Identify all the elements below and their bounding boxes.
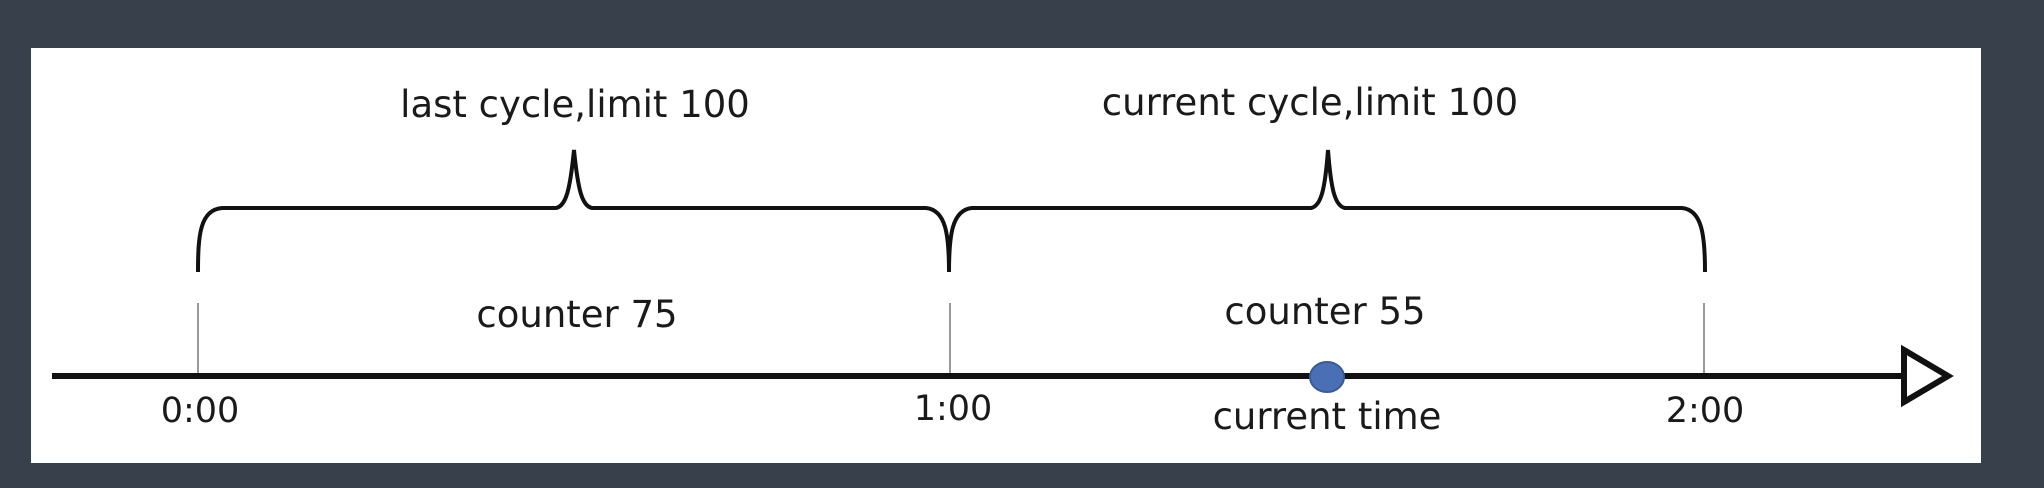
tick-label-2: 2:00 bbox=[1665, 391, 1745, 431]
current-time-label: current time bbox=[1212, 395, 1442, 438]
time-axis-arrowhead bbox=[1901, 344, 1954, 408]
current-cycle-brace bbox=[947, 149, 1707, 273]
current-cycle-label: current cycle,limit 100 bbox=[1101, 81, 1519, 124]
diagram-panel bbox=[31, 48, 1981, 463]
tick-label-0: 0:00 bbox=[160, 391, 240, 431]
tick-label-1: 1:00 bbox=[913, 389, 993, 429]
current-cycle-counter: counter 55 bbox=[1224, 290, 1426, 333]
last-cycle-counter: counter 75 bbox=[476, 293, 678, 336]
current-time-marker bbox=[1309, 361, 1345, 393]
last-cycle-brace bbox=[196, 149, 951, 273]
last-cycle-label: last cycle,limit 100 bbox=[400, 83, 750, 126]
